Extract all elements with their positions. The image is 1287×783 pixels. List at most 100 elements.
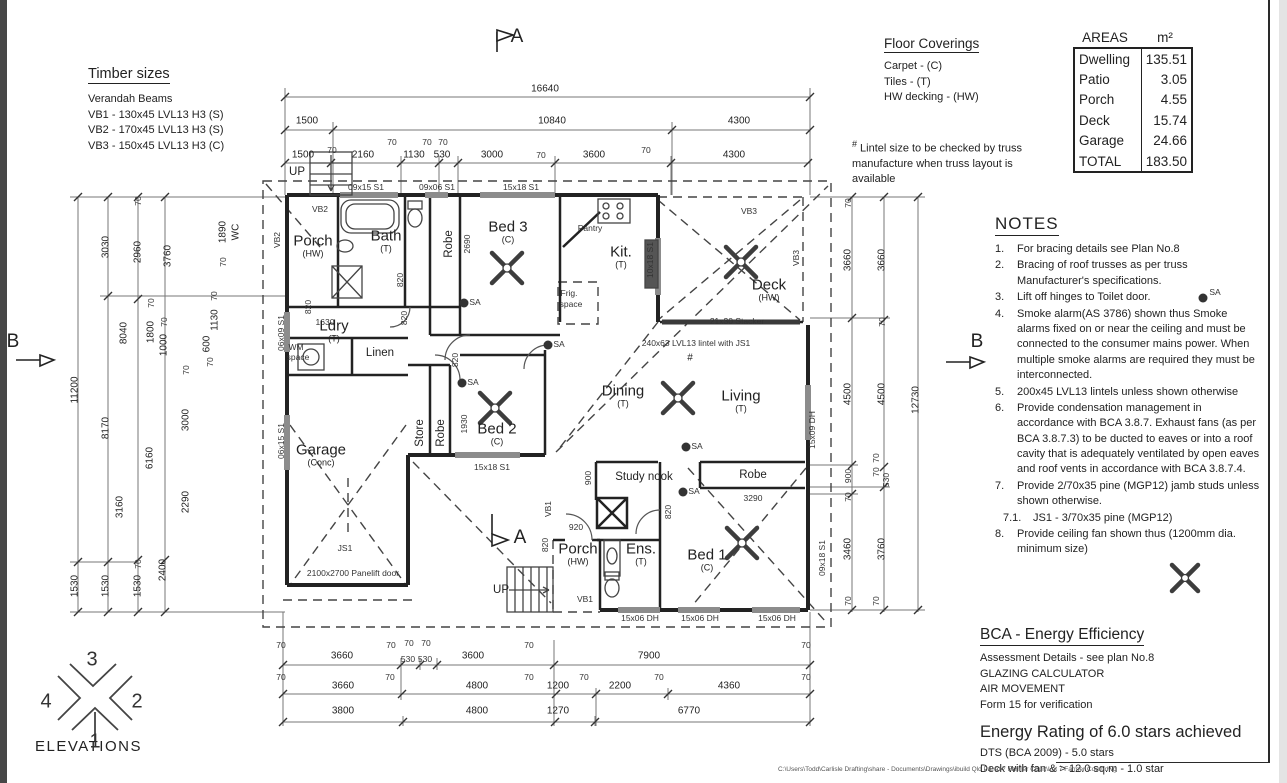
- plan-label: 70: [421, 638, 431, 648]
- room-floor-covering: (HW): [758, 292, 780, 303]
- plan-label: 70: [404, 638, 414, 648]
- plan-label: 2160: [351, 149, 375, 161]
- plan-label: 1: [89, 730, 101, 753]
- plan-label: 240x63 LVL13 lintel with JS1: [641, 338, 751, 348]
- plan-label: 70: [276, 672, 286, 682]
- plan-label: Frig.: [560, 288, 578, 298]
- note-number: 3.: [995, 291, 1005, 304]
- plan-label: 4: [40, 690, 52, 713]
- room-label: Kit.(T): [610, 244, 632, 269]
- lintel-note: #Lintel size to be checked by truss manu…: [852, 138, 1032, 188]
- plan-label: Linen: [365, 347, 395, 359]
- room-floor-covering: (Conc): [307, 457, 335, 468]
- notes-title: NOTES: [995, 214, 1059, 236]
- room-name: Study nook: [615, 470, 673, 483]
- room-name: Living: [721, 387, 761, 405]
- plan-label: 70: [385, 672, 395, 682]
- lintel-note-marker: #: [852, 139, 858, 149]
- plan-label: 3660: [330, 650, 354, 662]
- plan-label: 09x15 S1: [348, 182, 384, 192]
- room-name: Kit.: [610, 243, 632, 261]
- note-item: 8.Provide ceiling fan shown thus (1200mm…: [995, 527, 1261, 558]
- plan-label: 10840: [538, 115, 566, 127]
- energy-rating-details: DTS (BCA 2009) - 5.0 stars Deck with fan…: [980, 747, 1164, 776]
- note-number: 7.1.: [1003, 511, 1022, 524]
- room-floor-covering: (T): [617, 398, 629, 409]
- note-text: Provide 2/70x35 pine (MGP12) jamb studs …: [1017, 479, 1260, 508]
- room-name: Ldry: [319, 317, 349, 335]
- room-floor-covering: (C): [501, 234, 515, 245]
- plan-label: 3: [86, 648, 98, 671]
- room-label: Bed 1(C): [687, 547, 726, 572]
- room-label: Bed 3(C): [488, 219, 527, 244]
- plan-label: 1500: [295, 115, 319, 127]
- room-label: Study nook: [615, 471, 673, 483]
- plan-label: JS1: [337, 543, 353, 553]
- room-name: Dining: [601, 382, 645, 400]
- notes-panel: NOTES 1.For bracing details see Plan No.…: [995, 214, 1261, 559]
- plan-label: 70: [524, 672, 534, 682]
- room-name: Porch: [293, 232, 333, 250]
- area-value: 183.50: [1141, 150, 1191, 172]
- note-number: 8.: [995, 528, 1005, 541]
- plan-label: 70: [276, 640, 286, 650]
- room-floor-covering: (C): [490, 436, 504, 447]
- sheet-border-line: [1268, 0, 1270, 763]
- plan-label: 70: [422, 137, 432, 147]
- room-floor-covering: (HW): [302, 248, 324, 259]
- plan-label: 530: [433, 149, 451, 161]
- area-label: Garage: [1079, 133, 1125, 149]
- note-item: 6.Provide condensation management in acc…: [995, 401, 1261, 478]
- areas-row: Patio 3.05: [1075, 69, 1191, 90]
- plan-label: 21x30 Stacker: [709, 316, 765, 326]
- note-item: 7.Provide 2/70x35 pine (MGP12) jamb stud…: [995, 479, 1261, 510]
- plan-label: 70: [641, 145, 651, 155]
- plan-label: 15x06 DH: [681, 613, 719, 623]
- plan-label: 70: [579, 672, 589, 682]
- room-name: Bed 2: [477, 420, 517, 438]
- area-label: Dwelling: [1079, 51, 1131, 67]
- note-text: 200x45 LVL13 lintels unless shown otherw…: [1017, 385, 1239, 398]
- area-value: 3.05: [1141, 69, 1191, 90]
- plan-label: 3600: [461, 650, 485, 662]
- note-text: Bracing of roof trusses as per truss Man…: [1017, 259, 1188, 287]
- area-label: Patio: [1079, 72, 1110, 88]
- plan-label: 09x06 S1: [419, 182, 455, 192]
- plan-label: 3290: [743, 493, 763, 503]
- plan-label: SA: [688, 486, 700, 496]
- file-path-text: C:\Users\Todd\Carlisle Drafting\share - …: [778, 766, 1117, 773]
- plan-label: 7900: [637, 650, 661, 662]
- note-number: 6.: [995, 401, 1005, 414]
- room-label: Porch(HW): [293, 233, 332, 258]
- plan-label: space: [286, 352, 310, 362]
- plan-label: 3660: [331, 680, 355, 692]
- room-label: Bath(T): [371, 228, 402, 253]
- plan-label: 16640: [531, 83, 559, 95]
- note-number: 5.: [995, 385, 1005, 398]
- timber-sizes-panel: Timber sizes Verandah Beams VB1 - 130x45…: [88, 66, 224, 154]
- room-label: Porch(HW): [558, 541, 597, 566]
- plan-label: 3000: [480, 149, 504, 161]
- plan-label: 70: [654, 672, 664, 682]
- area-label: Porch: [1079, 92, 1115, 108]
- page-left-edge: [0, 0, 7, 783]
- floor-coverings-list: Carpet - (C) Tiles - (T) HW decking - (H…: [884, 60, 979, 104]
- plan-label: 4300: [722, 149, 746, 161]
- bca-title: BCA - Energy Efficiency: [980, 626, 1145, 646]
- plan-label: 70: [386, 640, 396, 650]
- plan-label: A: [510, 26, 524, 47]
- plan-label: 920: [568, 522, 584, 532]
- plan-label: B: [970, 331, 984, 352]
- floor-coverings-panel: Floor Coverings Carpet - (C) Tiles - (T)…: [884, 36, 980, 106]
- areas-unit: m²: [1157, 30, 1173, 45]
- plan-label: 15x18 S1: [503, 182, 539, 192]
- plan-label: 3800: [331, 705, 355, 717]
- plan-label: SA: [469, 297, 481, 307]
- plan-label: 4300: [727, 115, 751, 127]
- plan-label: 2100x2700 Panelift door: [306, 568, 400, 578]
- room-floor-covering: (C): [700, 562, 714, 573]
